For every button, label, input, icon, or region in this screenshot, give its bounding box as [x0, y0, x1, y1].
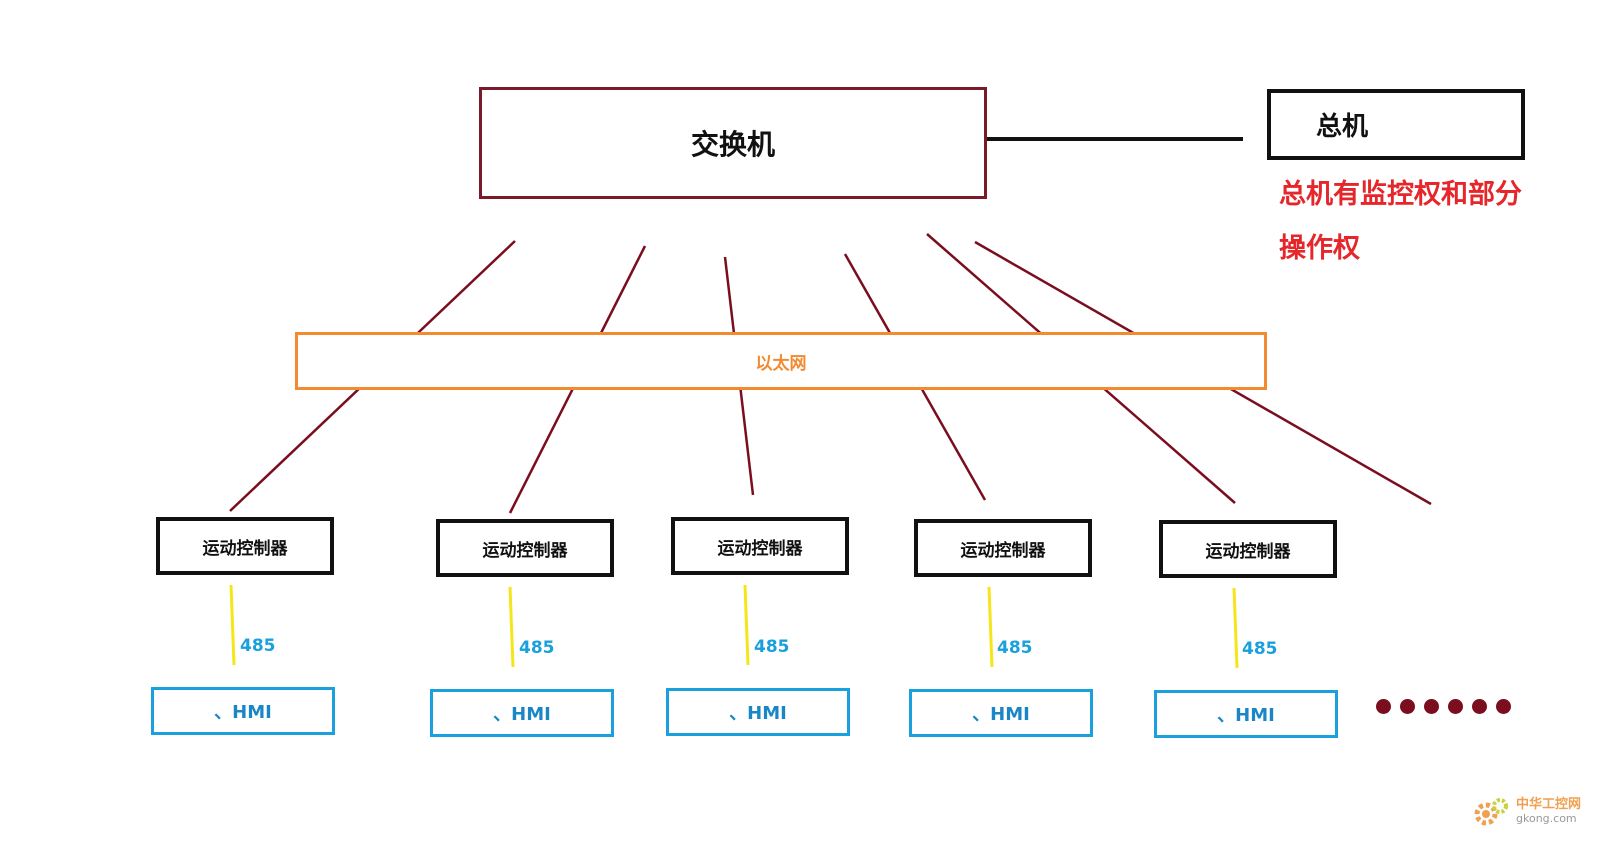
switch-label: 交换机 [690, 128, 775, 161]
controller-box: 运动控制器 [1159, 520, 1337, 578]
controller-label: 运动控制器 [717, 538, 803, 559]
hmi-label: 、HMI [214, 702, 272, 723]
rs485-label: 485 [519, 638, 555, 658]
watermark-url: gkong.com [1516, 812, 1577, 825]
host-note: 总机有监控权和部分 操作权 [1279, 168, 1599, 276]
host-label: 总机 [1316, 112, 1369, 142]
host-note-line-1: 总机有监控权和部分 [1279, 179, 1522, 210]
controller-label: 运动控制器 [202, 538, 288, 559]
gear-icon [1474, 798, 1508, 826]
ellipsis-dot [1448, 699, 1463, 714]
ellipsis-dot [1400, 699, 1415, 714]
hmi-box: 、HMI [909, 689, 1093, 737]
rs485-line-3 [743, 584, 750, 666]
rs485-label: 485 [997, 638, 1033, 658]
ethernet-bar: 以太网 [295, 332, 1267, 390]
ellipsis-dot [1496, 699, 1511, 714]
controller-label: 运动控制器 [960, 540, 1046, 561]
host-note-line-2: 操作权 [1279, 233, 1360, 264]
controller-label: 运动控制器 [482, 540, 568, 561]
ellipsis-dot [1376, 699, 1391, 714]
hmi-box: 、HMI [1154, 690, 1338, 738]
rs485-line-2 [508, 586, 515, 668]
hmi-label: 、HMI [972, 704, 1030, 725]
rs485-label: 485 [240, 636, 276, 656]
ellipsis-dots [1376, 699, 1511, 714]
ethernet-label: 以太网 [755, 353, 807, 374]
hmi-label: 、HMI [1217, 705, 1275, 726]
switch-box: 交换机 [479, 87, 987, 199]
controller-label: 运动控制器 [1205, 541, 1291, 562]
hmi-label: 、HMI [493, 704, 551, 725]
rs485-line-1 [229, 584, 236, 666]
rs485-line-4 [987, 586, 994, 668]
rs485-label: 485 [1242, 639, 1278, 659]
controller-box: 运动控制器 [156, 517, 334, 575]
hmi-box: 、HMI [151, 687, 335, 735]
rs485-line-5 [1232, 587, 1239, 669]
hmi-label: 、HMI [729, 703, 787, 724]
controller-box: 运动控制器 [671, 517, 849, 575]
hmi-box: 、HMI [666, 688, 850, 736]
controller-box: 运动控制器 [914, 519, 1092, 577]
ellipsis-dot [1472, 699, 1487, 714]
watermark: 中华工控网 gkong.com [1472, 792, 1581, 832]
ellipsis-dot [1424, 699, 1439, 714]
host-box: 总机 [1267, 89, 1525, 160]
controller-box: 运动控制器 [436, 519, 614, 577]
rs485-label: 485 [754, 637, 790, 657]
hmi-box: 、HMI [430, 689, 614, 737]
watermark-name: 中华工控网 [1516, 797, 1582, 812]
